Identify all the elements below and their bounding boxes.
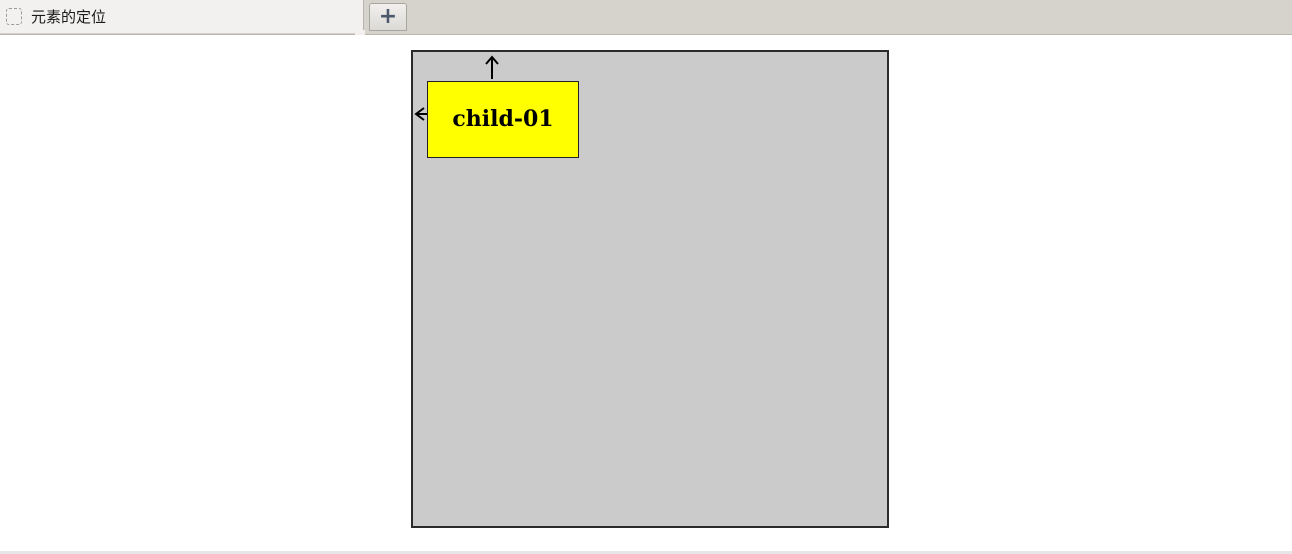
browser-tab-active[interactable]: 元素的定位 xyxy=(0,0,364,33)
arrow-up-icon xyxy=(485,55,499,79)
tab-title: 元素的定位 xyxy=(31,8,107,26)
blank-page-icon xyxy=(6,8,22,25)
child-label: child-01 xyxy=(452,106,554,132)
browser-tab-bar: 元素的定位 + xyxy=(0,0,1292,35)
tab-fold xyxy=(355,30,365,35)
new-tab-button[interactable]: + xyxy=(369,3,407,31)
arrow-left-icon xyxy=(414,107,427,121)
plus-icon: + xyxy=(378,4,398,29)
page-bottom-border xyxy=(0,551,1292,554)
child-box: child-01 xyxy=(427,81,579,158)
